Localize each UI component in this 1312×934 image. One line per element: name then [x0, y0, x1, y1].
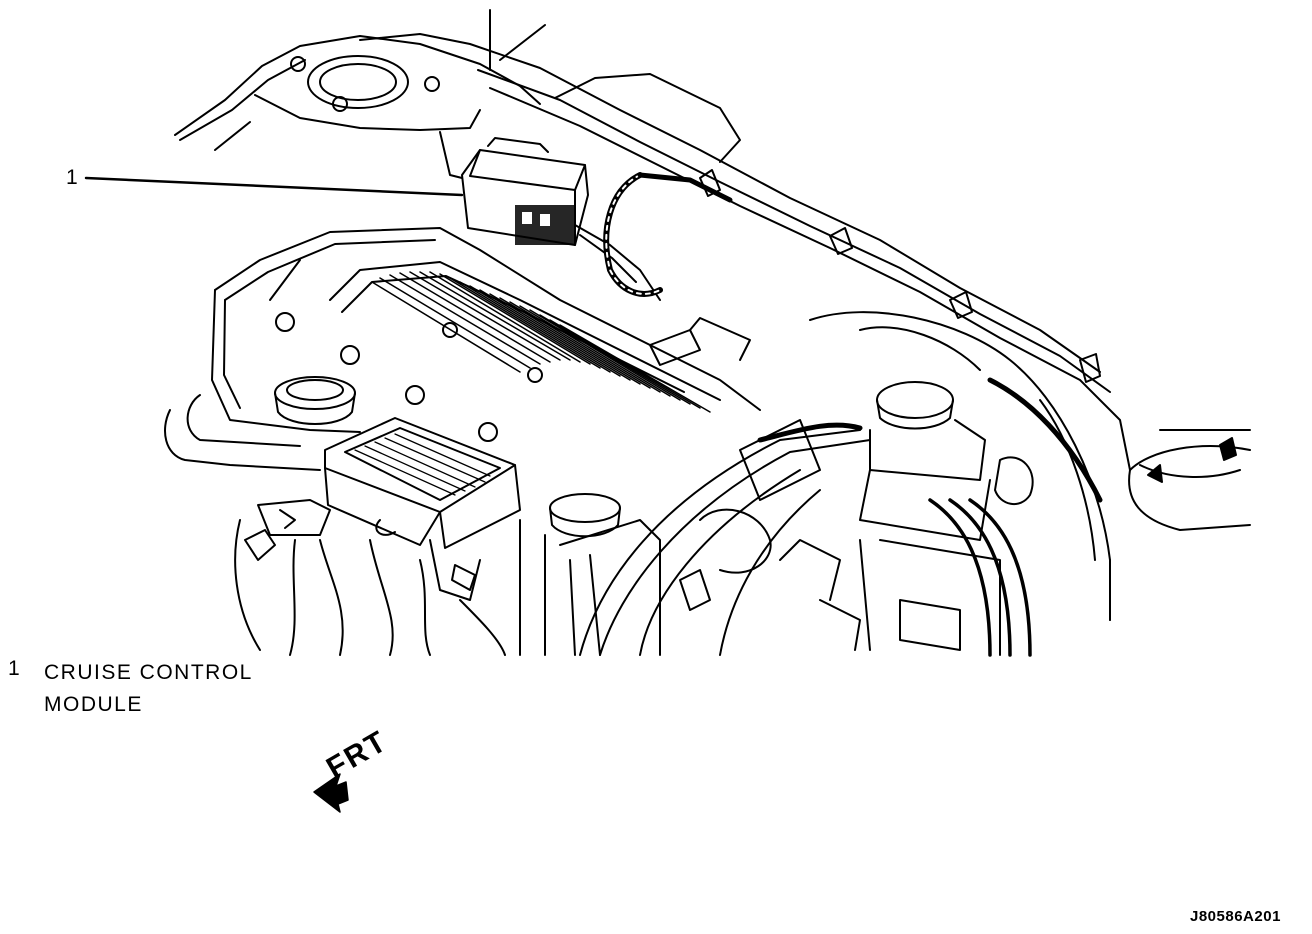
callout-number-1: 1 — [66, 166, 78, 189]
wiring-harness — [603, 172, 733, 297]
strut-tower — [174, 35, 541, 179]
engine-lower-detail — [649, 317, 861, 651]
intake-tube — [164, 394, 321, 471]
right-fender — [1109, 429, 1251, 621]
throttle-cables — [579, 419, 871, 656]
lower-left-components — [234, 499, 506, 656]
brake-booster — [809, 311, 1111, 621]
radiator-cap — [519, 493, 661, 656]
cowl-panel — [359, 9, 1131, 471]
valve-cover — [211, 227, 761, 442]
legend-item-number: 1 — [8, 657, 21, 680]
cruise-control-module — [461, 137, 661, 301]
air-cleaner-box — [324, 417, 521, 601]
front-direction-arrow-icon — [313, 773, 349, 813]
figure-code: J80586A201 — [1190, 908, 1281, 925]
oil-filler-cap — [274, 376, 356, 425]
brake-lines — [859, 377, 1103, 657]
callout-leader-line — [84, 176, 464, 197]
legend-item-label: CRUISE CONTROL MODULE — [44, 661, 253, 716]
